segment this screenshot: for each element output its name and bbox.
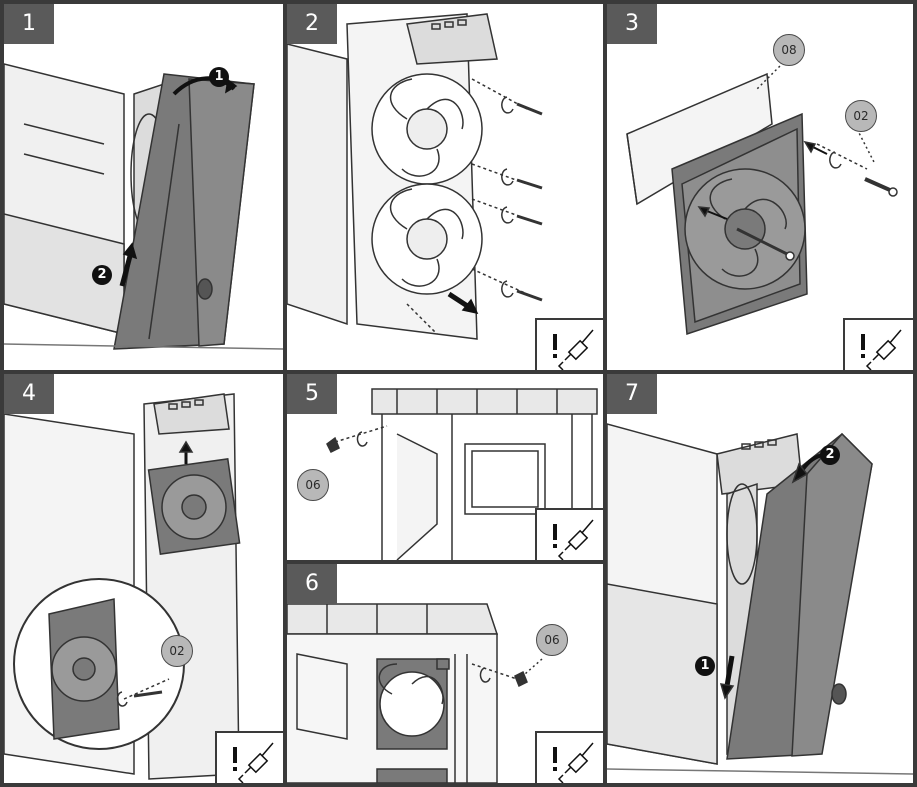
step-4-callout-02: 02 <box>161 635 193 667</box>
step-6-number: 6 <box>287 564 337 604</box>
step-1-illustration <box>4 4 283 370</box>
step-1-panel: 1 1 2 <box>4 4 283 370</box>
step-3-callout-02: 02 <box>845 100 877 132</box>
step-4-panel: 4 02 <box>4 374 283 783</box>
step-7-number: 7 <box>607 374 657 414</box>
step-6-callout-06: 06 <box>536 624 568 656</box>
step-5-callout-06: 06 <box>297 469 329 501</box>
step-7-marker-2: 2 <box>820 445 840 465</box>
step-3-tool-box <box>843 318 913 370</box>
step-5-number: 5 <box>287 374 337 414</box>
step-4-tool-box <box>215 731 283 783</box>
step-2-tool-box <box>535 318 603 370</box>
screwdriver-caution-icon <box>537 320 603 370</box>
step-6-tool-box <box>535 731 603 783</box>
step-3-illustration <box>607 4 913 370</box>
step-7-marker-1: 1 <box>695 656 715 676</box>
step-5-panel: 5 06 <box>287 374 603 560</box>
step-3-panel: 3 <box>607 4 913 370</box>
step-3-callout-08: 08 <box>773 34 805 66</box>
step-7-panel: 7 1 2 <box>607 374 913 783</box>
step-1-number: 1 <box>4 4 54 44</box>
screwdriver-caution-icon <box>537 510 603 560</box>
step-2-illustration <box>287 4 603 370</box>
step-3-number: 3 <box>607 4 657 44</box>
step-6-panel: 6 06 <box>287 564 603 783</box>
screwdriver-caution-icon <box>537 733 603 783</box>
step-2-panel: 2 <box>287 4 603 370</box>
step-1-marker-1: 1 <box>209 67 229 87</box>
screwdriver-caution-icon <box>217 733 283 783</box>
step-7-illustration <box>607 374 913 783</box>
screwdriver-caution-icon <box>845 320 913 370</box>
step-5-tool-box <box>535 508 603 560</box>
step-4-number: 4 <box>4 374 54 414</box>
step-1-marker-2: 2 <box>92 265 112 285</box>
step-4-illustration <box>4 374 283 783</box>
step-2-number: 2 <box>287 4 337 44</box>
